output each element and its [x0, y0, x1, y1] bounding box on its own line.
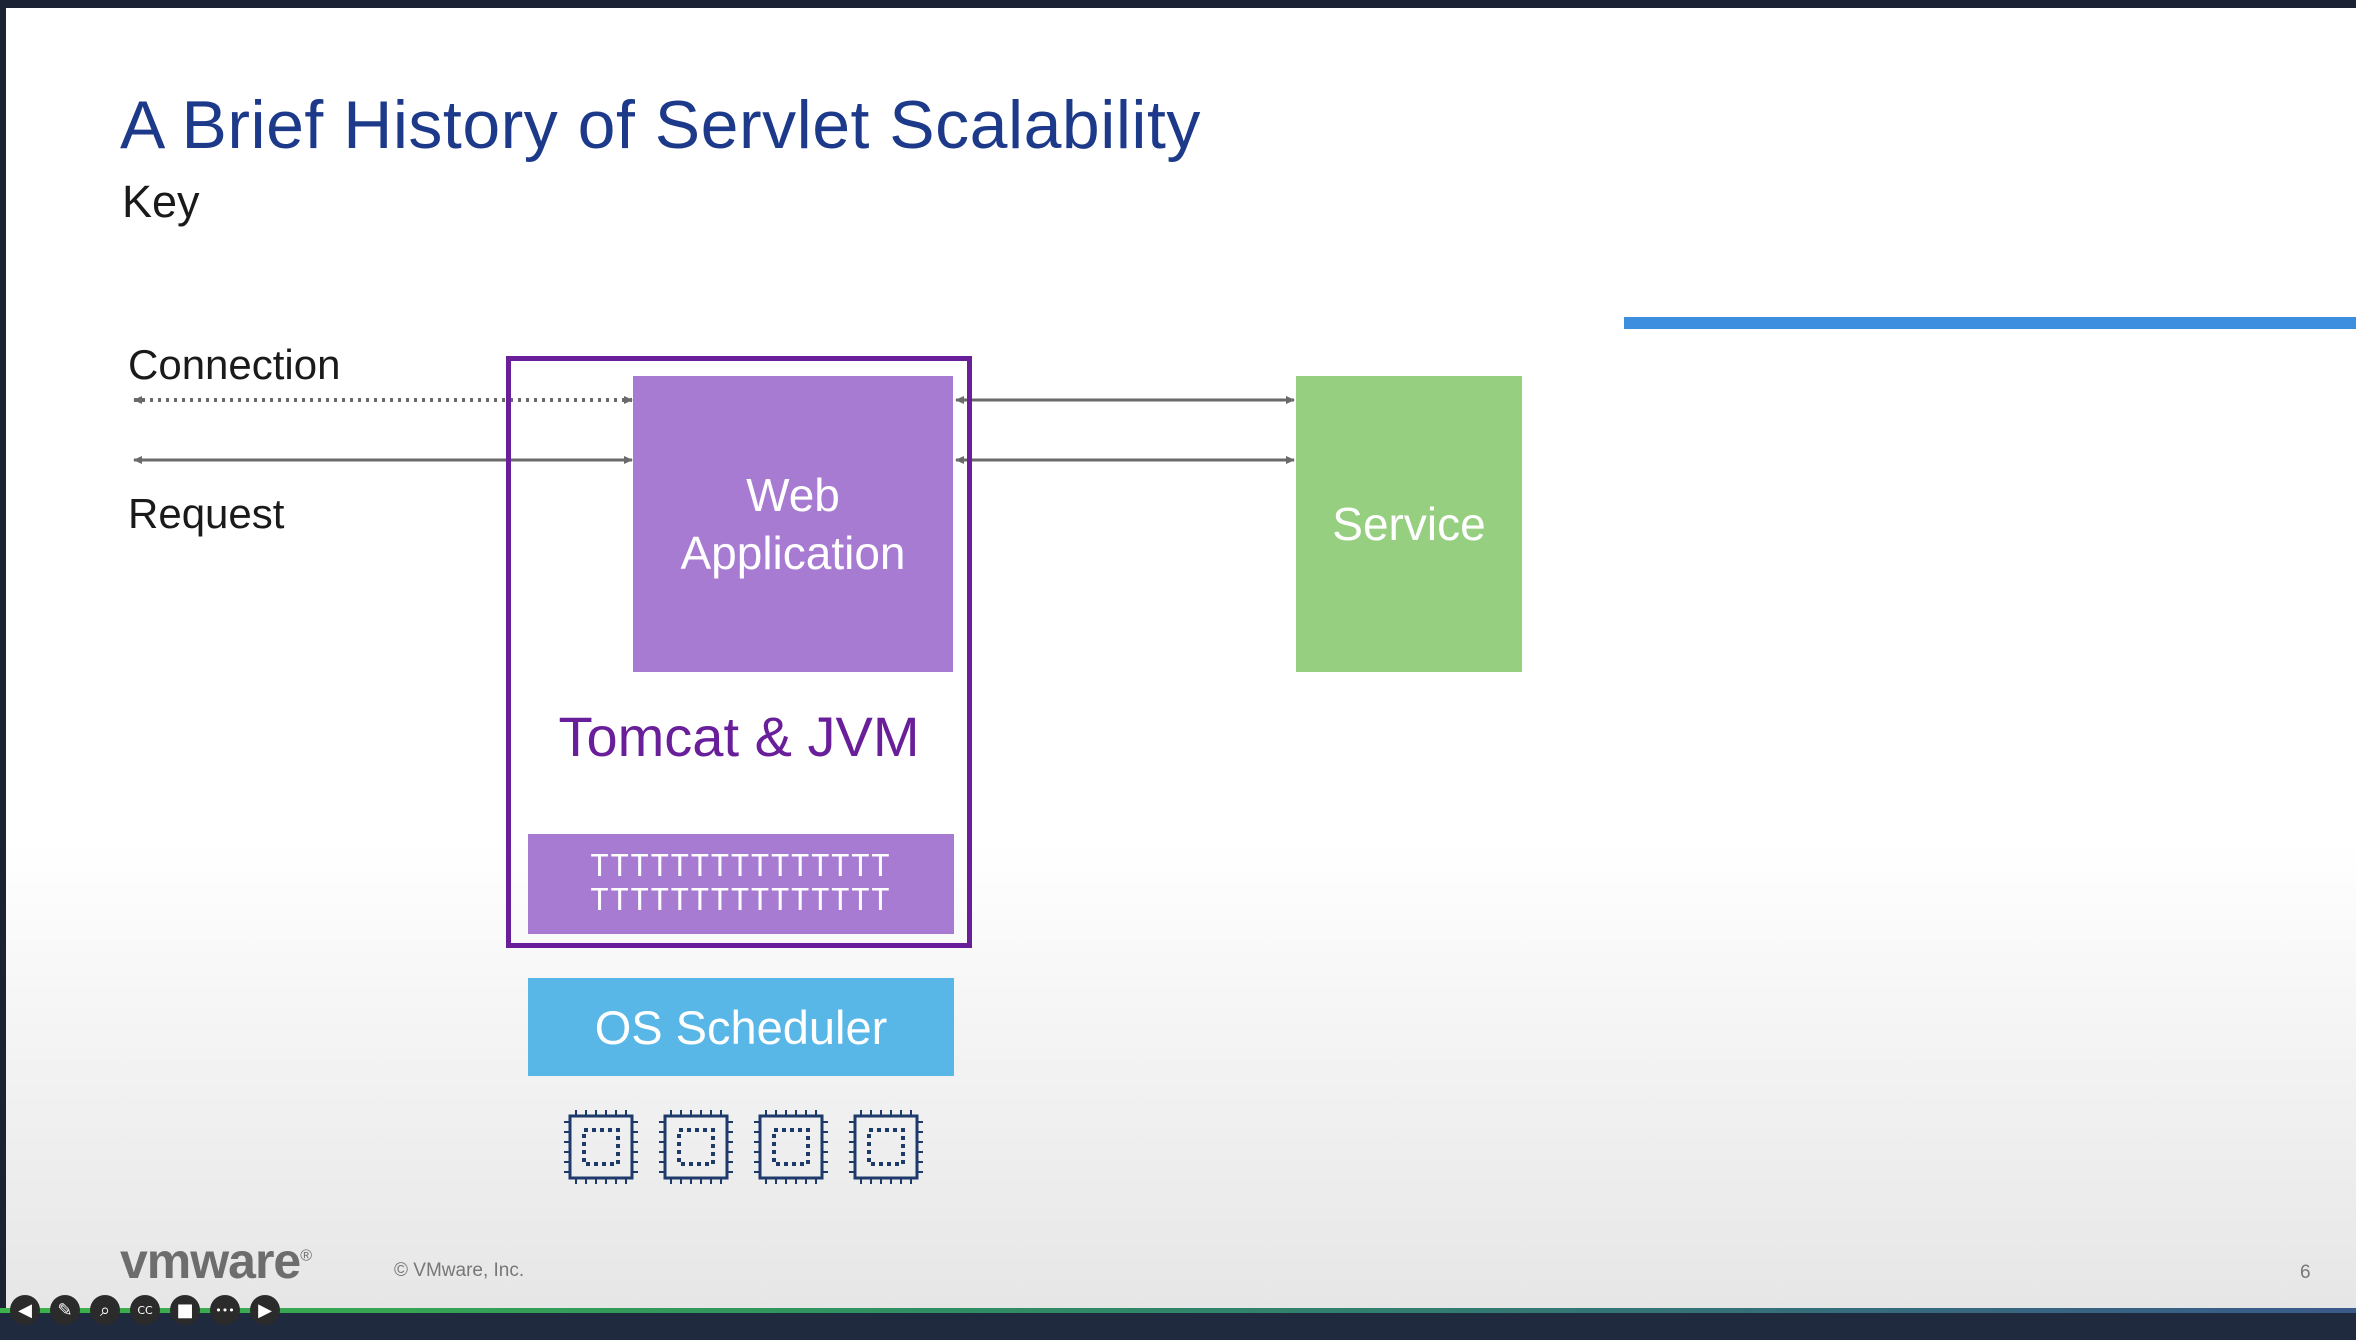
tomcat-jvm-container — [506, 356, 972, 948]
previous-icon[interactable]: ◀ — [10, 1295, 40, 1325]
slide: A Brief History of Servlet Scalability K… — [6, 8, 2356, 1313]
page-number: 6 — [2300, 1262, 2311, 1283]
next-icon[interactable]: ▶ — [250, 1295, 280, 1325]
cpu-core-icon — [849, 1110, 923, 1184]
thread-pool-box: TTTTTTTTTTTTTTT TTTTTTTTTTTTTTT — [528, 834, 954, 934]
vmware-logo: vmware® — [120, 1233, 312, 1289]
zoom-icon[interactable]: ⌕ — [90, 1295, 120, 1325]
pen-icon[interactable]: ✎ — [50, 1295, 80, 1325]
accent-line — [1624, 317, 2356, 329]
os-scheduler-box: OS Scheduler — [528, 978, 954, 1076]
cpu-core-icon — [659, 1110, 733, 1184]
request-key-label: Request — [128, 490, 285, 537]
connection-key-label: Connection — [128, 341, 341, 388]
player-controls: ◀ ✎ ⌕ CC ■ ••• ▶ — [10, 1295, 280, 1331]
camera-icon[interactable]: ■ — [170, 1295, 200, 1325]
connector-arrows — [133, 396, 1295, 464]
cpu-cores — [564, 1110, 923, 1184]
slide-subtitle: Key — [122, 176, 200, 227]
more-icon[interactable]: ••• — [210, 1295, 240, 1325]
copyright-notice: © VMware, Inc. — [394, 1260, 525, 1281]
captions-icon[interactable]: CC — [130, 1295, 160, 1325]
web-application-label: Web Application — [680, 469, 906, 579]
cpu-core-icon — [564, 1110, 638, 1184]
thread-row: TTTTTTTTTTTTTTT — [590, 883, 892, 918]
web-application-box: Web Application — [633, 376, 953, 672]
progress-bar[interactable] — [0, 1308, 2356, 1314]
cpu-core-icon — [754, 1110, 828, 1184]
thread-row: TTTTTTTTTTTTTTT — [590, 849, 892, 884]
player-toolbar — [0, 1313, 2356, 1340]
tomcat-jvm-label: Tomcat & JVM — [558, 705, 920, 768]
os-scheduler-label: OS Scheduler — [594, 1000, 888, 1054]
slide-title: A Brief History of Servlet Scalability — [120, 87, 1201, 163]
service-box: Service — [1296, 376, 1522, 672]
service-label: Service — [1332, 498, 1486, 550]
